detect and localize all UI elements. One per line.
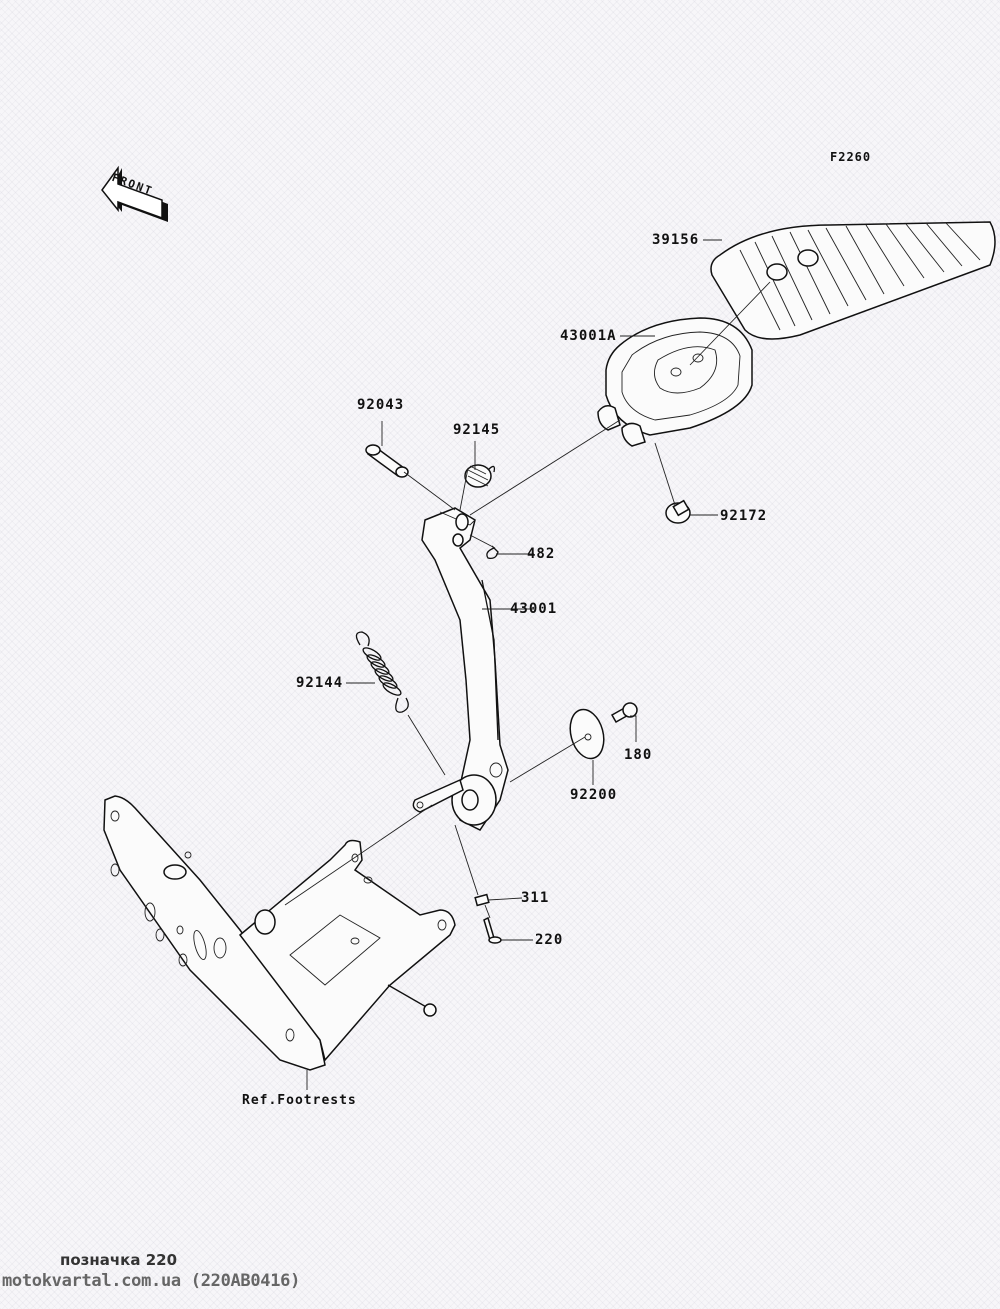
part-39156-pedal-rubber: [710, 221, 996, 340]
part-label-43001A[interactable]: 43001A: [560, 328, 617, 344]
part-311-nut: [474, 893, 490, 907]
part-label-311[interactable]: 311: [521, 890, 550, 906]
figure-code: F2260: [830, 150, 872, 164]
part-label-92172[interactable]: 92172: [720, 508, 768, 524]
part-label-43001[interactable]: 43001: [510, 601, 558, 617]
leader-lines: [284, 239, 771, 1090]
part-43001-brake-lever: [412, 507, 509, 831]
part-220-adjust-bolt: [483, 916, 502, 944]
part-label-92200[interactable]: 92200: [570, 787, 618, 803]
part-43001A-pedal-pad: [597, 317, 753, 447]
part-label-39156[interactable]: 39156: [652, 232, 700, 248]
part-180-bolt: [610, 702, 638, 724]
part-label-180[interactable]: 180: [624, 747, 653, 763]
part-label-482[interactable]: 482: [527, 546, 556, 562]
part-label-92144[interactable]: 92144: [296, 675, 344, 691]
part-label-220[interactable]: 220: [535, 932, 564, 948]
part-label-92145[interactable]: 92145: [453, 422, 501, 438]
footrest-bracket: [103, 795, 456, 1071]
part-92200-washer: [569, 708, 605, 760]
watermark-source: motokvartal.com.ua (220AB0416): [2, 1271, 301, 1291]
part-482-snap-pin: [486, 545, 499, 560]
part-92145-torsion-spring: [464, 464, 496, 488]
reference-note: Ref.Footrests: [242, 1093, 357, 1108]
part-92043-pin: [365, 444, 409, 478]
part-92172-screw: [665, 499, 691, 524]
part-92144-return-spring: [355, 631, 409, 713]
watermark-caption: позначка 220: [60, 1251, 178, 1269]
part-label-92043[interactable]: 92043: [357, 397, 405, 413]
front-arrow-icon: [101, 165, 168, 222]
